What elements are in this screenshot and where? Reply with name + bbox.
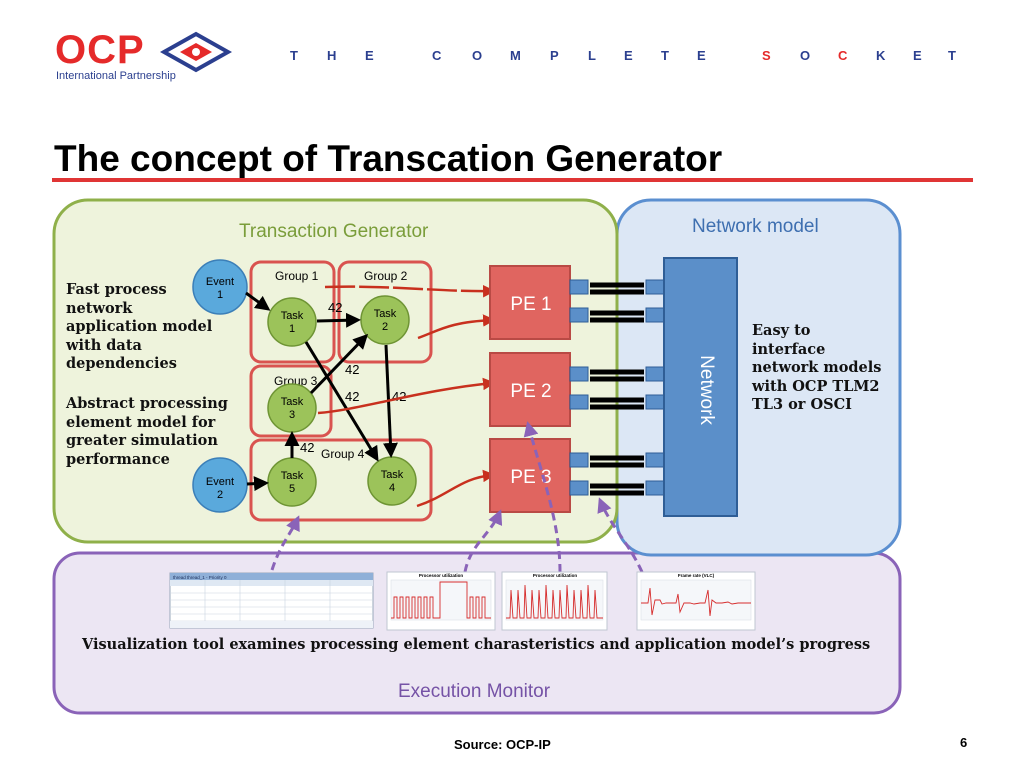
svg-text:Processor utilization: Processor utilization <box>533 573 578 578</box>
group-label: Group 1 <box>275 269 319 283</box>
ocp-logo: OCP <box>55 28 145 72</box>
task-node <box>267 457 317 507</box>
task-label: Task <box>374 308 397 320</box>
title-rule <box>52 178 973 182</box>
group-box <box>249 438 433 522</box>
task-label: Task <box>281 470 304 482</box>
task-node <box>367 456 417 506</box>
group-box <box>337 260 433 364</box>
source-note: Source: OCP-IP <box>454 737 551 752</box>
task-label: Task <box>281 310 304 322</box>
tagline-letter: O <box>472 48 483 63</box>
monitor-arrow <box>463 509 503 573</box>
processing-element <box>489 438 571 513</box>
processor-utilization-chart-thumbnail: Processor utilization <box>501 571 608 631</box>
tagline-letter: S <box>762 48 771 63</box>
tagline-letter: L <box>588 48 596 63</box>
tagline-letter: T <box>290 48 298 63</box>
tagline-letter: T <box>948 48 956 63</box>
tagline-letter: K <box>876 48 886 63</box>
event-label: 1 <box>217 289 223 301</box>
edge-label: 42 <box>300 440 314 455</box>
edge-label: 42 <box>328 300 342 315</box>
tagline-letter: E <box>624 48 633 63</box>
transaction-generator-label: Transaction Generator <box>239 221 429 242</box>
network-model-label: Network model <box>692 216 819 237</box>
dependency-arrow <box>246 476 269 492</box>
monitor-arrow <box>523 421 562 573</box>
dependency-arrow <box>245 291 271 311</box>
tagline-letter: M <box>510 48 521 63</box>
network-label: Network <box>696 355 717 425</box>
processor-utilization-chart-thumbnail: Processor utilization <box>386 571 496 631</box>
event-label: Event <box>206 276 234 288</box>
event-node <box>192 457 248 513</box>
logo-subtitle: International Partnership <box>56 70 176 82</box>
task-label: Task <box>281 396 304 408</box>
group-label: Group 4 <box>321 447 365 461</box>
task-node <box>267 383 317 433</box>
pe-label: PE 3 <box>510 467 551 488</box>
tagline-letter: C <box>838 48 848 63</box>
tagline-letter: P <box>550 48 559 63</box>
tagline-letter: H <box>327 48 337 63</box>
group-label: Group 2 <box>364 269 408 283</box>
mapping-arrow <box>324 284 496 298</box>
tagline-letter: T <box>661 48 669 63</box>
ocp-logo-mark-icon <box>160 31 232 73</box>
task-label: Task <box>381 469 404 481</box>
tagline-letter: E <box>697 48 706 63</box>
tagline-letter: E <box>913 48 922 63</box>
dependency-arrow <box>316 312 361 328</box>
mapping-arrow <box>417 314 496 340</box>
mapping-arrow <box>317 377 496 415</box>
event-label: Event <box>206 476 234 488</box>
tagline-letter: C <box>432 48 442 63</box>
edge-label: 42 <box>345 389 359 404</box>
visualization-note: Visualization tool examines processing e… <box>82 636 871 653</box>
task-label: 3 <box>289 409 295 421</box>
execution-monitor-label: Execution Monitor <box>398 681 551 702</box>
processing-element <box>489 265 571 340</box>
dependency-arrow <box>304 341 379 462</box>
left-note-1: Fast process network application model w… <box>66 281 213 372</box>
event-label: 2 <box>217 489 223 501</box>
svg-text:Processor utilization: Processor utilization <box>419 573 464 578</box>
monitor-arrow <box>597 497 644 573</box>
thread-table-thumbnail: thread thread_1 - Priority 0 <box>169 572 374 629</box>
svg-text:thread thread_1 - Priority 0: thread thread_1 - Priority 0 <box>173 575 227 580</box>
task-label: 4 <box>389 482 395 494</box>
network-block <box>663 257 738 517</box>
pe-label: PE 2 <box>510 381 551 402</box>
task-node <box>360 295 410 345</box>
mapping-arrow <box>416 469 496 508</box>
group-box <box>249 260 336 364</box>
right-note: Easy to interface network models with OC… <box>752 322 882 413</box>
left-note-2: Abstract processing element model for gr… <box>66 395 228 468</box>
page-number: 6 <box>960 735 968 750</box>
task-node <box>267 297 317 347</box>
tagline-letter: O <box>800 48 811 63</box>
socket-links <box>590 282 644 496</box>
monitor-arrow <box>270 515 300 571</box>
task-label: 5 <box>289 483 295 495</box>
task-label: 1 <box>289 323 295 335</box>
pe-label: PE 1 <box>510 294 551 315</box>
slide-title: The concept of Transcation Generator <box>54 138 723 179</box>
task-label: 2 <box>382 321 388 333</box>
dependency-arrow <box>309 333 369 395</box>
frame-rate-chart-thumbnail: Frame rate (VLC) <box>636 571 756 631</box>
tagline-letter: E <box>365 48 374 63</box>
svg-text:Frame rate (VLC): Frame rate (VLC) <box>678 573 715 578</box>
event-node <box>192 259 248 315</box>
edge-label: 42 <box>345 362 359 377</box>
